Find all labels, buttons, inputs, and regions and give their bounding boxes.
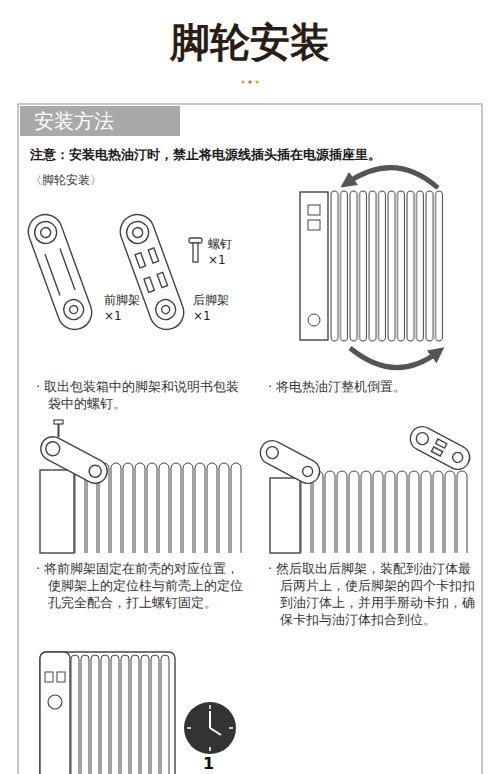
bracket-post	[131, 226, 144, 239]
heater-switch	[308, 220, 320, 230]
caster-hole	[153, 297, 179, 323]
step-number: 1	[203, 755, 214, 773]
title-dot	[241, 80, 244, 83]
clock-hand	[210, 728, 221, 735]
heater-switch	[45, 672, 53, 682]
bracket-post	[43, 439, 62, 458]
bracket-clip	[431, 447, 442, 456]
bracket-body	[406, 422, 474, 473]
heater-fins	[330, 190, 444, 342]
heater-knob	[48, 695, 62, 709]
bracket-rib	[60, 249, 75, 290]
bracket-post	[414, 430, 430, 446]
title-dot	[255, 80, 258, 83]
clock-ticks	[187, 705, 233, 751]
part-name: 前脚架	[104, 292, 140, 309]
screw-head	[189, 238, 202, 243]
bracket-clip	[157, 272, 167, 287]
caster-hole	[87, 463, 103, 479]
front-bracket	[37, 433, 112, 488]
back-bracket	[406, 422, 474, 473]
bracket-body	[24, 210, 97, 334]
panel-border	[18, 104, 482, 774]
bracket-clip	[135, 253, 145, 268]
screw-head	[54, 420, 63, 424]
bracket-clip	[436, 439, 447, 448]
section-heading: 安装方法	[34, 109, 114, 133]
bracket-post	[264, 444, 280, 460]
bracket-body	[37, 433, 112, 488]
bracket-clip	[148, 248, 158, 263]
screw-shank	[58, 424, 60, 437]
heater-switch	[57, 672, 65, 682]
heater-control-panel	[40, 652, 70, 774]
front-bracket	[256, 436, 324, 487]
heater-fins	[74, 462, 242, 553]
quantity: ×1	[208, 252, 226, 269]
bracket-post	[32, 218, 60, 246]
caster-hole	[451, 451, 465, 465]
part-name: 后脚架	[193, 292, 229, 309]
warning-note: 注意：安装电热油汀时，禁止将电源线插头插在电源插座里。	[30, 146, 482, 163]
clock-icon	[184, 702, 236, 754]
page-title: 脚轮安装	[0, 16, 500, 68]
heater-body	[40, 652, 175, 774]
clock-hand	[209, 711, 211, 728]
heater-switch	[308, 205, 320, 215]
bracket-body	[116, 210, 189, 334]
front-bracket	[24, 210, 97, 334]
heater-control-panel	[270, 478, 300, 553]
heater-control-panel	[300, 192, 328, 340]
step-caption: · 将前脚架固定在前壳的对应位置，使脚架上的定位柱与前壳上的定位孔完全配合，打上…	[36, 560, 248, 611]
bracket-body	[256, 436, 324, 487]
heater-fins	[70, 654, 170, 774]
quantity: ×1	[104, 308, 122, 325]
bracket-post	[39, 226, 52, 239]
heater-fins	[300, 470, 468, 553]
step-caption: · 将电热油汀整机倒置。	[268, 378, 480, 395]
heater-knob	[308, 314, 320, 326]
caster-hole	[161, 304, 171, 314]
bracket-rib	[45, 254, 60, 295]
quantity: ×1	[193, 308, 211, 325]
rotate-arrow	[350, 348, 438, 368]
step-caption: · 取出包装箱中的脚架和说明书包装袋中的螺钉。	[36, 378, 248, 412]
caster-hole	[69, 304, 79, 314]
part-name: 螺钉	[208, 236, 232, 253]
screw-shank	[193, 243, 198, 262]
back-bracket	[116, 210, 189, 334]
title-dot	[248, 80, 251, 83]
rotate-arrow	[347, 168, 438, 188]
step-caption: · 然后取出后脚架，装配到油汀体最后两片上，使后脚架的四个卡扣扣到油汀体上，并用…	[268, 560, 480, 628]
subsection-title: 〈脚轮安装〉	[30, 172, 102, 189]
bracket-post	[124, 218, 152, 246]
bracket-clip	[144, 277, 154, 292]
caster-hole	[301, 465, 315, 479]
section-band: 安装方法	[20, 106, 180, 136]
caster-hole	[61, 297, 87, 323]
heater-control-panel	[40, 470, 74, 553]
